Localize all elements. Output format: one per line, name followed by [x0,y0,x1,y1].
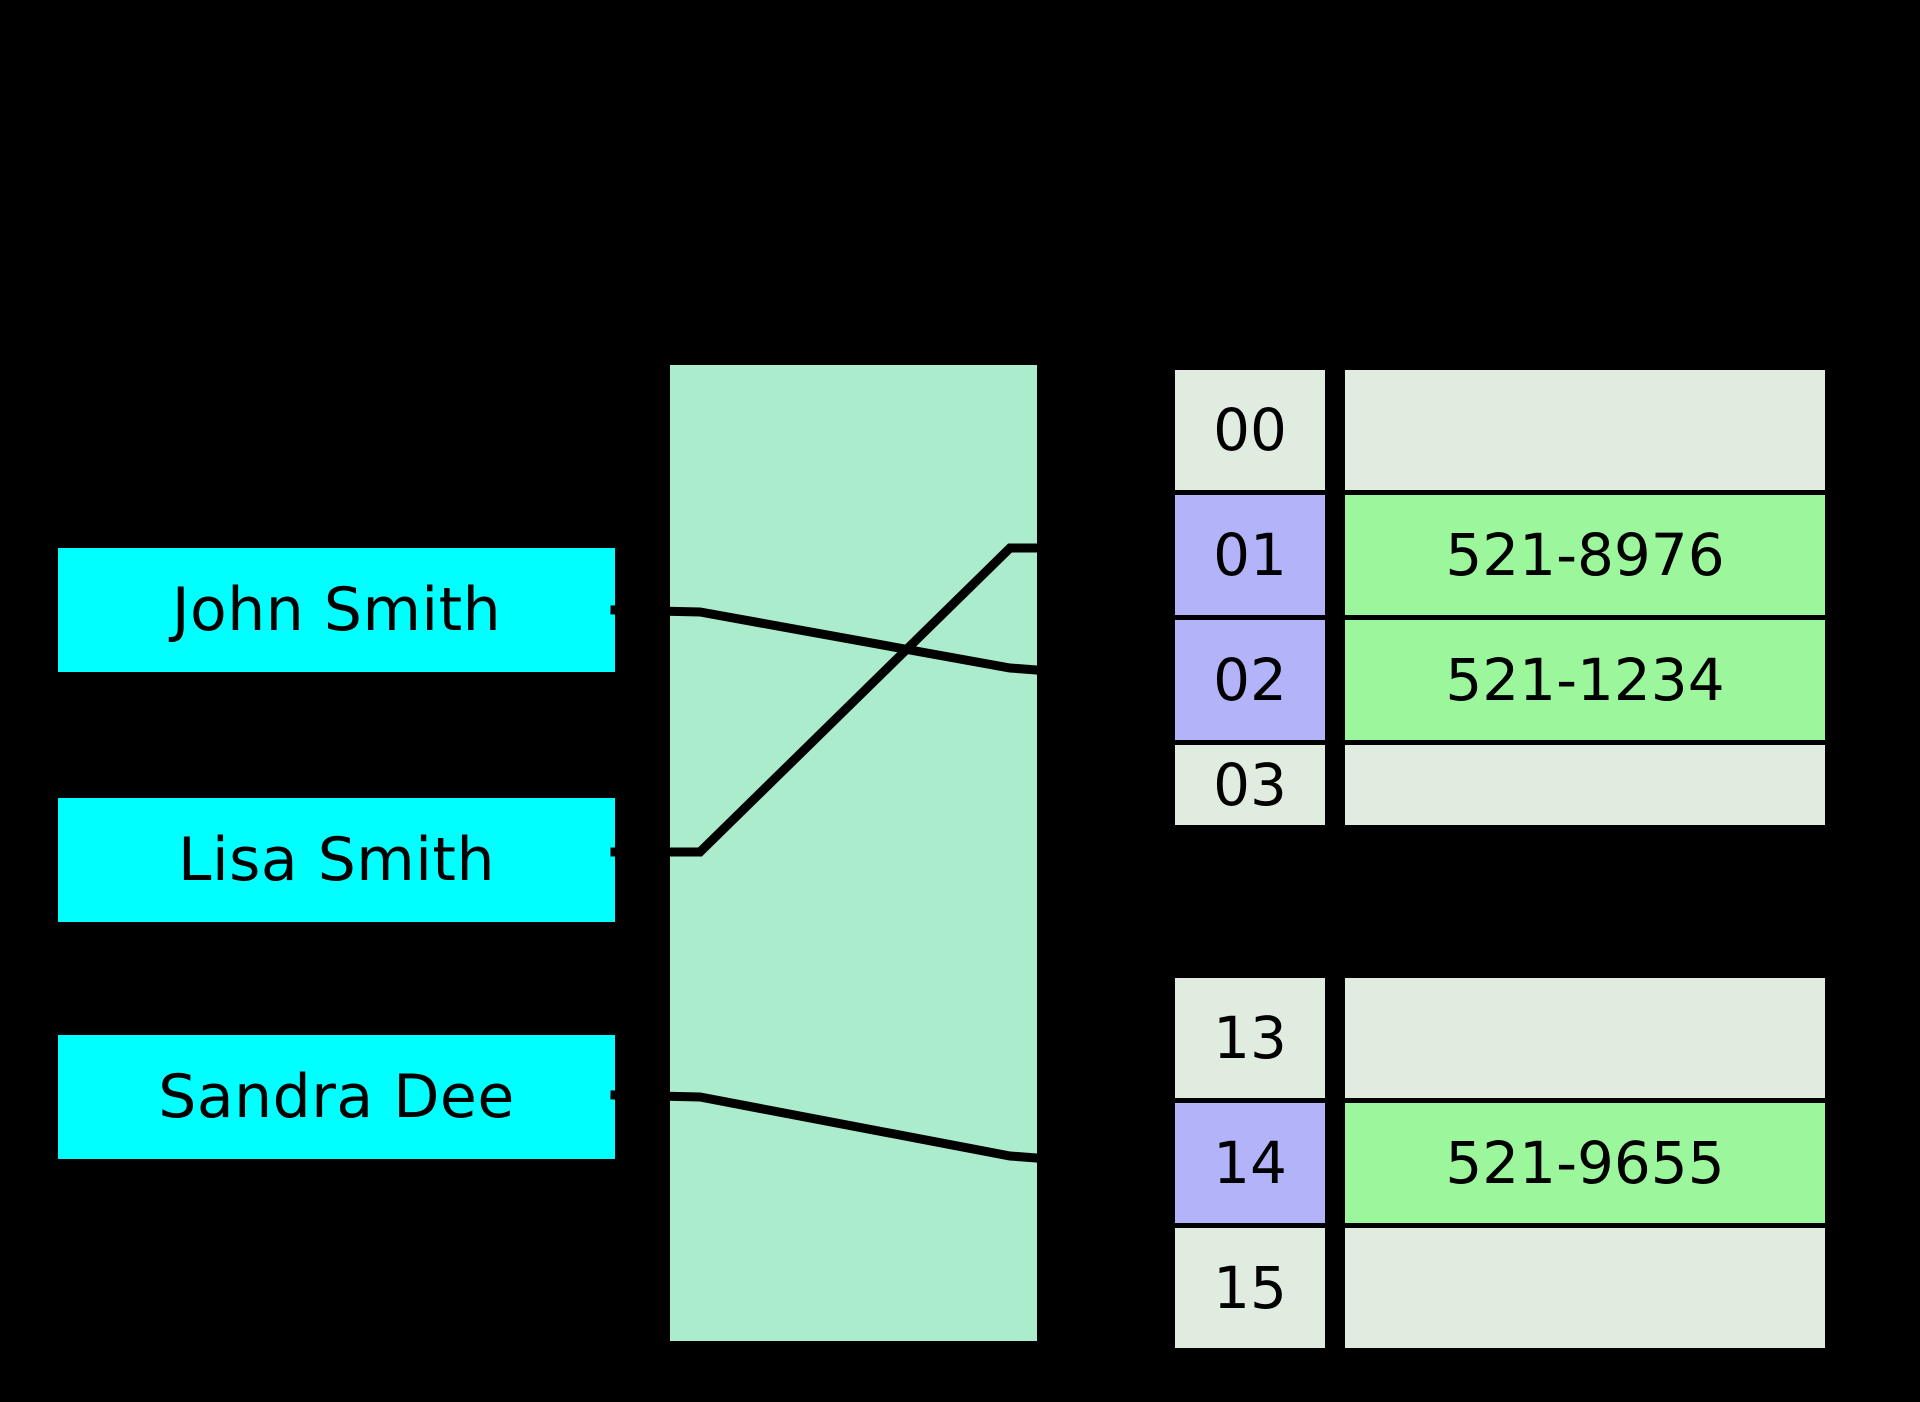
bucket-value-cell[interactable]: 521-9655 [1345,1103,1825,1223]
bucket-cell-gap [1325,620,1345,740]
bucket-value-cell[interactable]: 521-1234 [1345,620,1825,740]
bucket-index-label: 03 [1213,751,1287,819]
key-label: Sandra Dee [158,1062,515,1132]
bucket-cell-gap [1325,370,1345,490]
bucket-cell-gap [1325,978,1345,1098]
bucket-value-label: 521-1234 [1445,646,1725,714]
bucket-value-label: 521-9655 [1445,1129,1725,1197]
key-label: John Smith [171,575,502,645]
bucket-row[interactable]: 00 [1175,370,1825,490]
bucket-row[interactable]: 01 521-8976 [1175,495,1825,615]
bucket-cell-gap [1325,745,1345,825]
bucket-index-label: 02 [1213,646,1287,714]
bucket-index-label: 14 [1213,1129,1287,1197]
bucket-cell-gap [1325,1228,1345,1348]
bucket-value-cell[interactable] [1345,370,1825,490]
hash-function-box [670,365,1037,1341]
bucket-value-cell[interactable] [1345,745,1825,825]
bucket-row[interactable]: 15 [1175,1228,1825,1348]
bucket-index-label: 01 [1213,521,1287,589]
bucket-row[interactable]: 03 [1175,745,1825,825]
bucket-index-label: 00 [1213,396,1287,464]
bucket-row[interactable]: 13 [1175,978,1825,1098]
bucket-value-cell[interactable]: 521-8976 [1345,495,1825,615]
key-box-john-smith[interactable]: John Smith [58,548,615,672]
bucket-cell-gap [1325,1103,1345,1223]
bucket-index-cell[interactable]: 13 [1175,978,1325,1098]
bucket-index-cell[interactable]: 01 [1175,495,1325,615]
bucket-index-cell[interactable]: 03 [1175,745,1325,825]
key-box-sandra-dee[interactable]: Sandra Dee [58,1035,615,1159]
bucket-cell-gap [1325,495,1345,615]
bucket-value-cell[interactable] [1345,1228,1825,1348]
bucket-value-label: 521-8976 [1445,521,1725,589]
bucket-index-label: 13 [1213,1004,1287,1072]
key-label: Lisa Smith [178,825,495,895]
key-box-lisa-smith[interactable]: Lisa Smith [58,798,615,922]
bucket-index-cell[interactable]: 15 [1175,1228,1325,1348]
bucket-index-cell[interactable]: 00 [1175,370,1325,490]
bucket-row[interactable]: 14 521-9655 [1175,1103,1825,1223]
bucket-index-label: 15 [1213,1254,1287,1322]
bucket-row[interactable]: 02 521-1234 [1175,620,1825,740]
bucket-group-bottom: 13 14 521-9655 15 [1175,978,1825,1348]
bucket-index-cell[interactable]: 02 [1175,620,1325,740]
bucket-group-top: 00 01 521-8976 02 521-1234 [1175,370,1825,825]
bucket-index-cell[interactable]: 14 [1175,1103,1325,1223]
bucket-value-cell[interactable] [1345,978,1825,1098]
